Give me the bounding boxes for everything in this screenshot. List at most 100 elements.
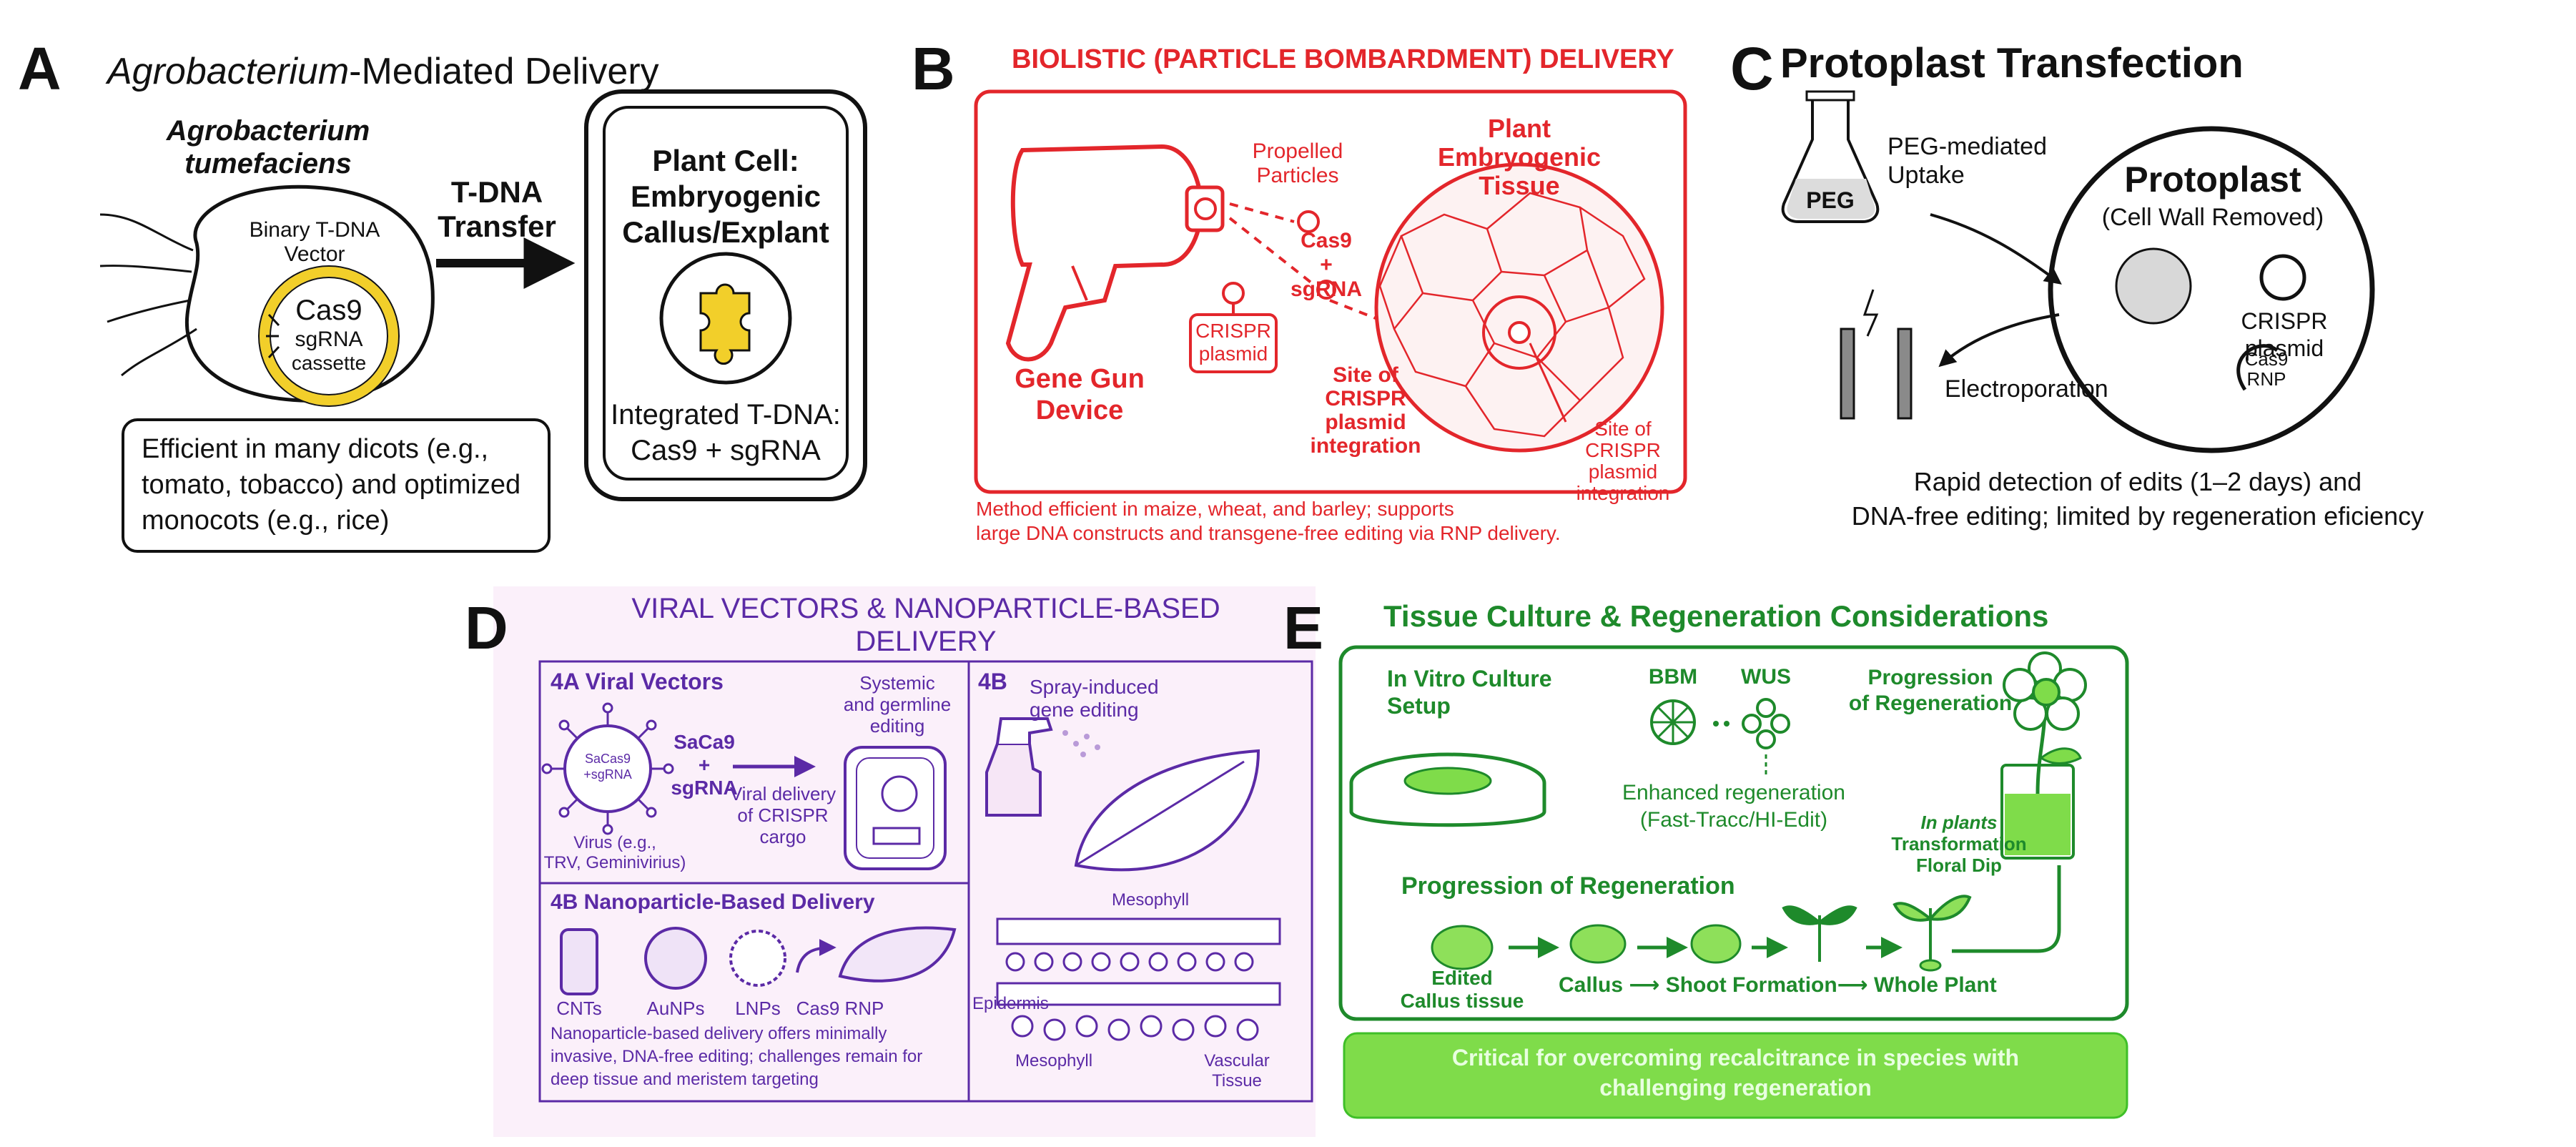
culture-dish xyxy=(1349,752,1546,827)
cas9-line-1: Cas9 xyxy=(1301,229,1352,252)
edited-callus-label: Edited Callus tissue xyxy=(1398,967,1526,1013)
transfer-label: T-DNA Transfer xyxy=(429,175,565,244)
panel-c-letter: C xyxy=(1730,35,1774,102)
plant-cell-label: Plant Cell: Embryogenic Callus/Explant xyxy=(608,143,844,250)
panel-a-title: Agrobacterium-Mediated Delivery xyxy=(107,50,659,93)
integrated-line-2: Cas9 + sgRNA xyxy=(631,435,821,466)
gene-gun-device xyxy=(1005,144,1225,362)
c-crispr-line-1: CRISPR xyxy=(2241,308,2328,334)
virus-particle xyxy=(541,702,674,835)
site1-line-2: CRISPR xyxy=(1325,387,1406,410)
transfer-line-1: T-DNA xyxy=(450,175,543,209)
saca9-line-2: + sgRNA xyxy=(671,754,738,799)
peg-label: PEG xyxy=(1806,187,1855,213)
site-label-2: Site of CRISPR plasmid integration xyxy=(1562,418,1684,504)
section-4a-heading: 4A Viral Vectors xyxy=(551,669,724,694)
saca9-label: SaCa9 + sgRNA xyxy=(665,731,744,799)
vector-line-1: Binary T-DNA xyxy=(249,218,380,242)
in-plants-line: In plants xyxy=(1920,812,1998,833)
invitro-line-2: Setup xyxy=(1387,693,1451,719)
plant-cell-box xyxy=(584,89,867,501)
cas9-rnp-label: Cas9 RNP xyxy=(2238,349,2295,389)
crispr-line-1: CRISPR xyxy=(1195,320,1271,342)
virus-eg-line-1: Virus (e.g., xyxy=(573,833,656,852)
c-crispr-line-2: plasmid xyxy=(2244,335,2324,361)
vascular-line-1: Vascular xyxy=(1204,1051,1270,1070)
rnp-line-2: RNP xyxy=(2246,368,2286,390)
rnp-line-1: Cas9 xyxy=(2244,348,2289,370)
binary-vector-plasmid xyxy=(258,265,400,407)
tissue-line-1: Plant Embryogenic xyxy=(1437,114,1602,172)
peg-line-2: Uptake xyxy=(1887,162,1965,189)
site2-line-4: integration xyxy=(1576,482,1670,504)
mesophyll-bottom-label: Mesophyll xyxy=(1015,1051,1093,1070)
cell-line-1: Plant Cell: xyxy=(652,144,799,177)
vector-label: Binary T-DNA Vector xyxy=(236,218,393,267)
viral-line-1: Viral delivery xyxy=(729,783,837,804)
panel-c-title: Protoplast Transfection xyxy=(1780,40,2244,87)
site1-line-4: integration xyxy=(1310,434,1421,458)
leaf-4b xyxy=(1074,749,1260,872)
critical-banner-text: Critical for overcoming recalcitrance in… xyxy=(1344,1043,2127,1103)
panel-b-caption-line-1: Method efficient in maize, wheat, and ba… xyxy=(976,498,1454,520)
panel-d-caption: Nanoparticle-based delivery offers minim… xyxy=(551,1023,965,1091)
integrated-line-1: Integrated T-DNA: xyxy=(611,399,841,430)
species-label: Agrobacterium tumefaciens xyxy=(147,114,390,180)
plant-cell-icon xyxy=(844,746,947,870)
spray-label: Spray-induced gene editing xyxy=(1030,676,1159,722)
panel-c-caption-line-2: DNA-free editing; limited by regeneratio… xyxy=(1851,501,2424,531)
site-label-1: Site of CRISPR plasmid integration xyxy=(1301,363,1430,458)
panel-c-caption-line-1: Rapid detection of edits (1–2 days) and xyxy=(1913,467,2362,496)
panel-a-title-italic: Agrobacterium xyxy=(107,51,350,92)
peg-flask xyxy=(1781,90,1880,223)
species-line-2: tumefaciens xyxy=(184,148,352,179)
virus-example-label: Virus (e.g., TRV, Geminivirius) xyxy=(543,833,686,873)
mesophyll-top-label: Mesophyll xyxy=(1112,890,1190,910)
crispr-plasmid-c-label: CRISPR plasmid xyxy=(2238,307,2331,362)
panel-e-title: Tissue Culture & Regeneration Considerat… xyxy=(1383,599,2049,633)
prog-top-line-1: Progression xyxy=(1867,666,1993,689)
tissue-label: Plant Embryogenic Tissue xyxy=(1405,114,1634,200)
site2-line-3: plasmid xyxy=(1588,461,1658,483)
regeneration-beaker-flower xyxy=(2000,651,2087,860)
viral-line-2: of CRISPR xyxy=(737,804,829,826)
virus-eg-line-2: TRV, Geminivirius) xyxy=(543,853,686,872)
transfer-line-2: Transfer xyxy=(438,210,556,243)
banner-line-2: challenging regeneration xyxy=(1599,1075,1872,1101)
panel-b-caption-line-2: large DNA constructs and transgene-free … xyxy=(976,522,1561,544)
section-4b-top-heading: 4B xyxy=(978,669,1007,694)
electrodes xyxy=(1840,289,1913,420)
gun-line-1: Gene Gun xyxy=(1015,364,1145,394)
cell-line-3: Callus/Explant xyxy=(622,215,829,249)
cell-line-2: Embryogenic xyxy=(630,179,821,213)
protoplast-label: Protoplast xyxy=(2124,159,2301,200)
peg-uptake-label: PEG-mediated Uptake xyxy=(1887,132,2047,189)
particle-trajectories xyxy=(1189,202,1498,373)
invitro-line-1: In Vitro Culture xyxy=(1387,666,1552,691)
critical-banner xyxy=(1343,1032,2128,1119)
invitro-label: In Vitro Culture Setup xyxy=(1387,665,1552,719)
systemic-line-1: Systemic xyxy=(859,672,935,694)
panel-a-caption: Efficient in many dicots (e.g., tomato, … xyxy=(122,418,551,553)
propelled-line-1: Propelled xyxy=(1252,139,1343,163)
electroporation-label: Electroporation xyxy=(1945,375,2108,403)
panel-b-title: BIOLISTIC (PARTICLE BOMBARDMENT) DELIVER… xyxy=(1012,44,1674,74)
leaf-cross-section xyxy=(996,917,1281,1041)
site1-line-1: Site of xyxy=(1333,363,1398,387)
transformation-line: Transformation xyxy=(1891,833,2027,855)
cas9-rnp-d-label: Cas9 RNP xyxy=(796,998,884,1019)
panel-e-letter: E xyxy=(1283,594,1324,661)
virus-inner-label: SaCas9 +sgRNA xyxy=(572,751,643,782)
vector-line-2: Vector xyxy=(284,242,345,266)
vascular-line-2: Tissue xyxy=(1212,1071,1262,1091)
systemic-line-2: and germline xyxy=(843,694,952,715)
wus-label: WUS xyxy=(1741,665,1791,689)
panel-b-letter: B xyxy=(912,35,955,102)
spray-bottle xyxy=(985,717,1100,817)
protoplast-cell xyxy=(2048,126,2375,453)
virus-inner-line-1: SaCas9 xyxy=(584,752,631,766)
propelled-line-2: Particles xyxy=(1256,164,1339,187)
saca9-line-1: SaCa9 xyxy=(673,731,735,753)
virus-inner-line-2: +sgRNA xyxy=(583,767,632,782)
regeneration-flow xyxy=(1431,865,2061,972)
